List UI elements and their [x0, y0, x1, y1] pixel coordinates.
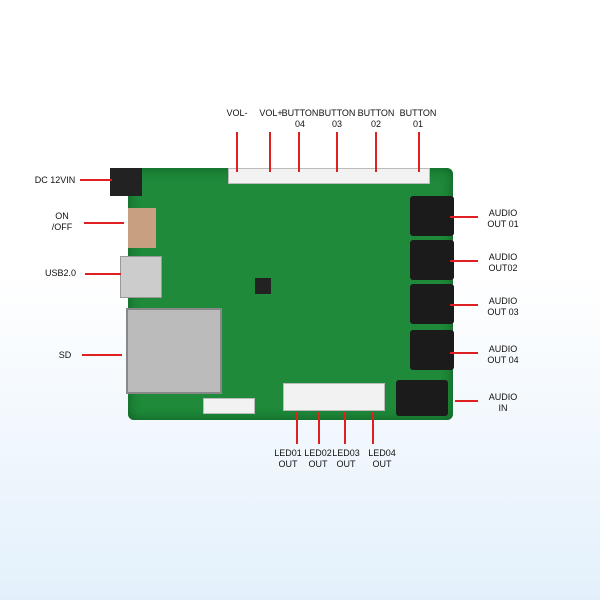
leader-line: [318, 412, 320, 444]
leader-line: [418, 132, 420, 172]
label-button-02: BUTTON 02: [357, 108, 395, 129]
label-audio-out-03: AUDIO OUT 03: [487, 296, 519, 317]
leader-line: [450, 304, 478, 306]
audio-jack-4: [410, 330, 454, 370]
leader-line: [82, 354, 122, 356]
label-audio-out-04: AUDIO OUT 04: [487, 344, 519, 365]
usb-port: [120, 256, 162, 298]
label-dc: DC 12VIN: [34, 175, 76, 185]
label-button-03: BUTTON 03: [318, 108, 356, 129]
pcb-board: [110, 168, 454, 420]
label-vol-plus: VOL+: [259, 108, 283, 118]
audio-jack-3: [410, 284, 454, 324]
label-led02: LED02 OUT: [304, 448, 332, 469]
leader-line: [269, 132, 271, 172]
sd-slot: [126, 308, 222, 394]
label-vol-minus: VOL-: [226, 108, 248, 118]
dc-jack: [110, 168, 142, 196]
audio-jack-2: [410, 240, 454, 280]
leader-line: [455, 400, 478, 402]
label-sd: SD: [58, 350, 72, 360]
leader-line: [298, 132, 300, 172]
leader-line: [85, 273, 121, 275]
label-led03: LED03 OUT: [332, 448, 360, 469]
label-button-04: BUTTON 04: [281, 108, 319, 129]
label-onoff: ON /OFF: [51, 211, 73, 232]
label-led01: LED01 OUT: [274, 448, 302, 469]
leader-line: [336, 132, 338, 172]
leader-line: [450, 216, 478, 218]
audio-in-jack: [396, 380, 448, 416]
audio-jack-1: [410, 196, 454, 236]
leader-line: [236, 132, 238, 172]
leader-line: [450, 260, 478, 262]
label-button-01: BUTTON 01: [399, 108, 437, 129]
leader-line: [84, 222, 124, 224]
button-connectors: [228, 168, 430, 184]
label-led04: LED04 OUT: [368, 448, 396, 469]
leader-line: [375, 132, 377, 172]
leader-line: [372, 412, 374, 444]
mcu-chip: [255, 278, 271, 294]
label-usb: USB2.0: [44, 268, 77, 278]
label-audio-in: AUDIO IN: [488, 392, 518, 413]
label-audio-out-01: AUDIO OUT 01: [487, 208, 519, 229]
leader-line: [296, 412, 298, 444]
led-connectors: [283, 383, 385, 411]
leader-line: [344, 412, 346, 444]
aux-connector: [203, 398, 255, 414]
power-switch: [128, 208, 156, 248]
leader-line: [80, 179, 112, 181]
leader-line: [450, 352, 478, 354]
label-audio-out-02: AUDIO OUT02: [488, 252, 518, 273]
